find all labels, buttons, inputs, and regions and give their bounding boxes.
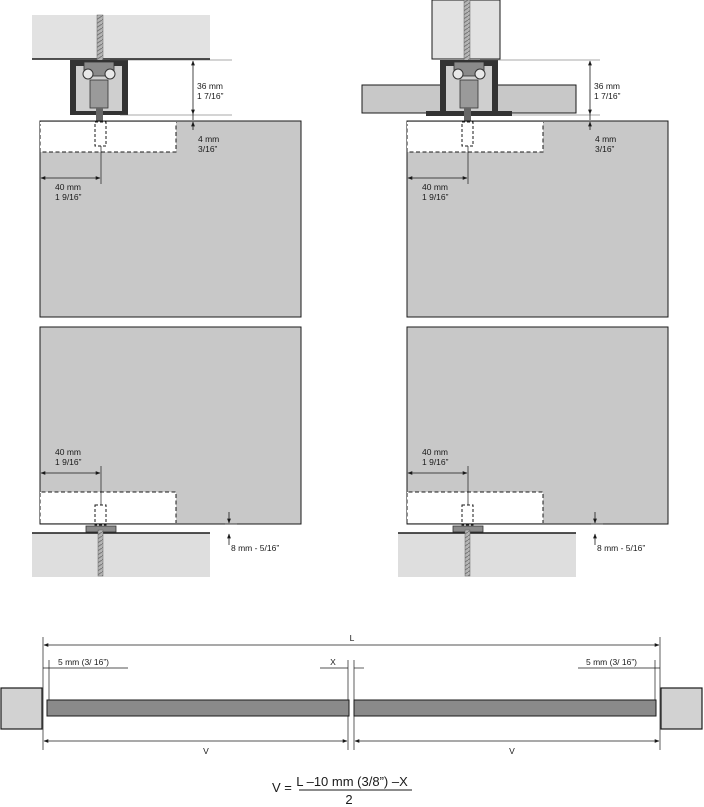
left-clearance-label: 5 mm (3/ 16”) [58,657,109,667]
formula-denominator: 2 [345,792,352,807]
gap-mm-label: 4 mm [198,134,219,144]
ceiling-screw [463,0,471,63]
bottom-offset-mm-label: 40 mm [422,447,448,457]
segment-right-label: V [509,746,515,756]
floor-screw [97,529,104,577]
bottom-offset-mm-label: 40 mm [55,447,81,457]
center-gap-label: X [330,657,336,667]
top-offset-mm-label: 40 mm [422,182,448,192]
top-dim-in-label: 1 7/16” [594,91,621,101]
gap-mm-label: 4 mm [595,134,616,144]
upper-recess-outline [406,122,544,153]
gap-in-label: 3/16” [198,144,218,154]
gap-in-label: 3/16” [595,144,615,154]
left-detail: 36 mm 1 7/16” 4 mm 3/16” 40 mm 1 9/16” 4… [32,14,302,577]
lower-door-panel [406,326,669,525]
right-rail-segment [353,699,657,717]
top-offset-in-label: 1 9/16” [422,192,449,202]
floor-gap-label: 8 mm - 5/16” [231,543,279,553]
floor-gap-label: 8 mm - 5/16” [597,543,645,553]
upper-door-panel [406,120,669,318]
segment-left-label: V [203,746,209,756]
rail-layout: L 5 mm (3/ 16”) 5 mm (3/ 16”) X V V V = … [0,633,703,807]
track-profile [70,60,128,122]
formula-numerator: L –10 mm (3/8”) –X [296,774,408,789]
left-rail-segment [46,699,350,717]
ceiling-screw [96,14,104,62]
top-dim-in-label: 1 7/16” [197,91,224,101]
ceiling-board-left [361,84,443,114]
top-offset-mm-label: 40 mm [55,182,81,192]
total-length-label: L [350,633,355,643]
left-wall-block [0,687,43,730]
bottom-offset-in-label: 1 9/16” [55,457,82,467]
ceiling-board-right [495,84,577,114]
lower-recess-outline [406,491,544,523]
top-dim-mm-label: 36 mm [197,81,223,91]
lower-guide-outline [461,504,474,526]
track-profile [426,60,512,122]
right-detail: 36 mm 1 7/16” 4 mm 3/16” 40 mm 1 9/16” 4… [361,0,669,577]
lower-guide-outline [94,504,107,526]
bottom-offset-in-label: 1 9/16” [422,457,449,467]
top-dim-mm-label: 36 mm [594,81,620,91]
lower-recess-outline [39,491,177,523]
formula-lhs: V = [272,780,292,795]
right-clearance-label: 5 mm (3/ 16”) [586,657,637,667]
floor-block [398,533,576,577]
upper-recess-outline [39,122,177,153]
floor-block [32,533,210,577]
floor-screw [464,529,471,577]
upper-hanger-outline [461,121,474,147]
lower-door-panel [39,326,302,525]
right-wall-block [660,687,703,730]
upper-hanger-outline [94,121,107,147]
top-offset-in-label: 1 9/16” [55,192,82,202]
upper-door-panel [39,120,302,318]
ceiling-block [32,15,210,59]
